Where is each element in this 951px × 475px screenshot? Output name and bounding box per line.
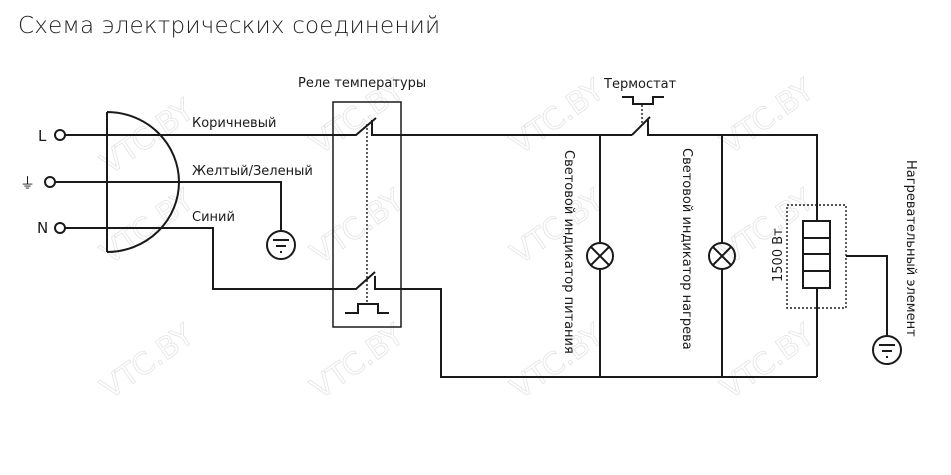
svg-text:VTC.BY: VTC.BY xyxy=(715,72,822,161)
svg-text:VTC.BY: VTC.BY xyxy=(95,92,202,181)
svg-text:VTC.BY: VTC.BY xyxy=(95,182,202,271)
wire-label-yellow-green: Желтый/Зеленый xyxy=(192,164,313,179)
svg-text:VTC.BY: VTC.BY xyxy=(305,182,412,271)
heater-ground-wire xyxy=(846,255,888,336)
blue-wire xyxy=(65,227,817,378)
svg-text:VTC.BY: VTC.BY xyxy=(505,317,612,406)
svg-text:VTC.BY: VTC.BY xyxy=(715,182,822,271)
terminal-earth-icon xyxy=(44,176,56,188)
heat-indicator-label: Световой индикатор нагрева xyxy=(679,148,694,350)
lamp-icon-power xyxy=(586,242,614,270)
power-indicator-label: Световой индикатор питания xyxy=(561,150,576,354)
relay-thermal-icon xyxy=(345,303,389,314)
heater-dashed-box xyxy=(786,204,847,309)
diagram-title: Схема электрических соединений xyxy=(18,13,441,39)
wire-label-brown: Коричневый xyxy=(192,116,276,131)
ground-symbol-lines-heater xyxy=(879,344,895,358)
thermostat-switch-wire xyxy=(631,116,818,377)
relay-label: Реле температуры xyxy=(298,76,426,91)
terminal-n-label: N xyxy=(37,219,48,237)
ground-symbol-lines xyxy=(273,239,289,253)
svg-text:VTC.BY: VTC.BY xyxy=(715,317,822,406)
brown-wire xyxy=(65,117,632,136)
terminal-earth-label: ⏚ xyxy=(20,174,35,192)
thermostat-icon xyxy=(622,96,664,105)
ground-icon-heater xyxy=(872,335,902,365)
lamp-icon-heat xyxy=(708,242,736,270)
heater-label: Нагревательный элемент xyxy=(903,160,918,337)
svg-text:VTC.BY: VTC.BY xyxy=(505,72,612,161)
terminal-l-label: L xyxy=(38,127,47,145)
svg-text:VTC.BY: VTC.BY xyxy=(95,317,202,406)
svg-text:VTC.BY: VTC.BY xyxy=(305,317,412,406)
wire-label-blue: Синий xyxy=(192,210,235,225)
heater-element-icon xyxy=(802,220,831,289)
thermostat-label: Термостат xyxy=(603,77,677,92)
svg-text:VTC.BY: VTC.BY xyxy=(505,182,612,271)
temperature-relay-box xyxy=(332,101,402,328)
terminal-l-icon xyxy=(54,129,66,141)
yellow-green-wire xyxy=(55,181,282,231)
terminal-n-icon xyxy=(54,222,66,234)
heater-power-label: 1500 Вт xyxy=(771,228,786,282)
ground-icon xyxy=(266,230,296,260)
